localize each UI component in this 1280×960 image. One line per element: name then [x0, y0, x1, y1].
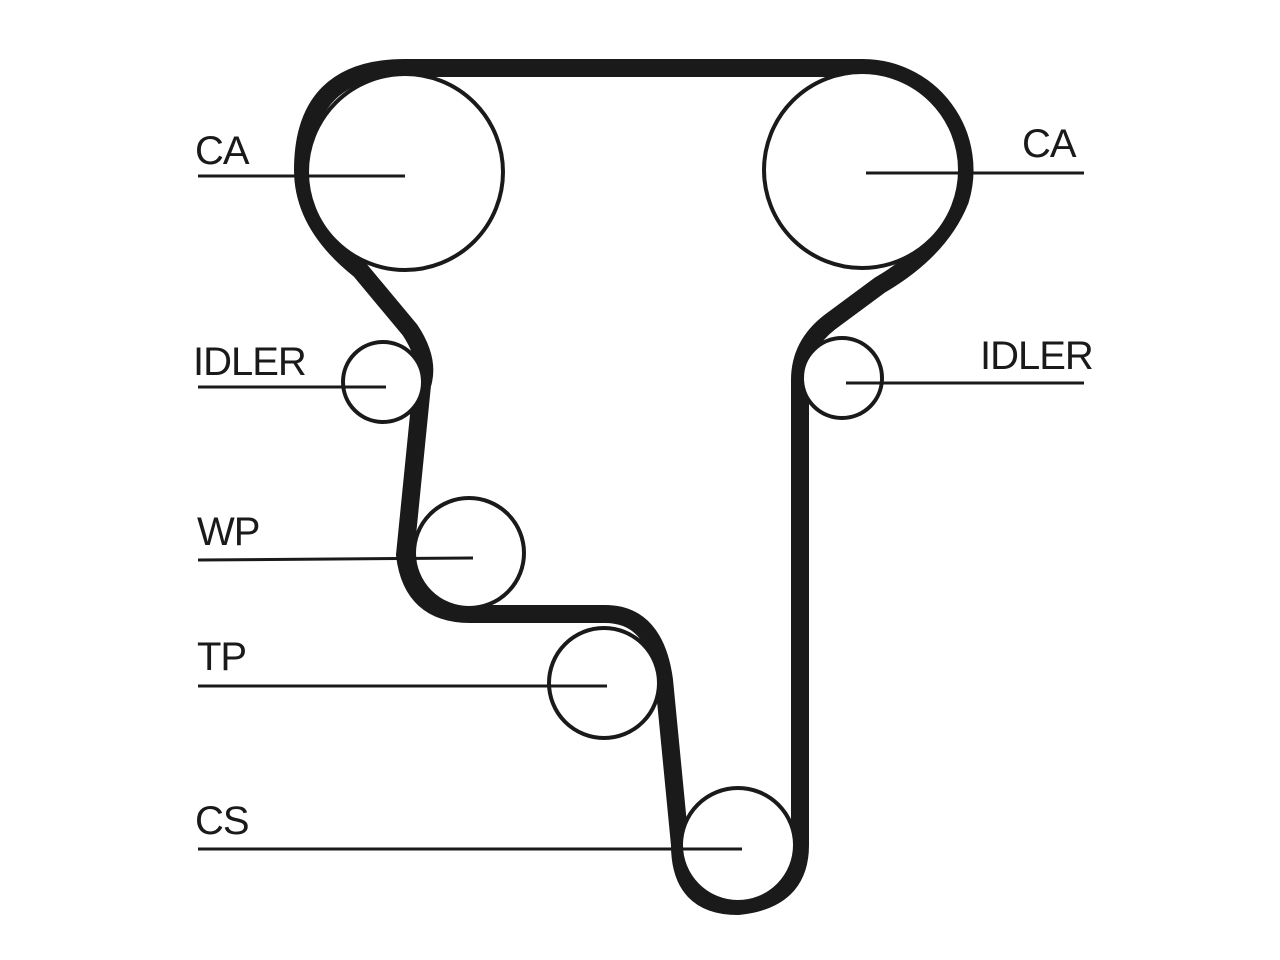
timing-belt — [294, 58, 974, 915]
label-cs: CS — [195, 799, 250, 843]
label-ca-left: CA — [195, 129, 250, 173]
tensioner-pulley — [547, 626, 661, 740]
label-idler-left: IDLER — [193, 340, 307, 384]
water-pump-pulley — [412, 496, 526, 610]
label-ca-right: CA — [1022, 122, 1077, 166]
label-idler-right: IDLER — [980, 334, 1094, 378]
label-tp: TP — [197, 635, 247, 679]
camshaft-pulley-right — [762, 70, 962, 270]
idler-pulley-right — [800, 336, 884, 420]
crankshaft-pulley — [679, 786, 797, 904]
label-wp: WP — [197, 510, 260, 554]
camshaft-pulley-left — [305, 72, 505, 272]
leader-wp — [197, 556, 474, 562]
idler-pulley-left — [341, 340, 425, 424]
